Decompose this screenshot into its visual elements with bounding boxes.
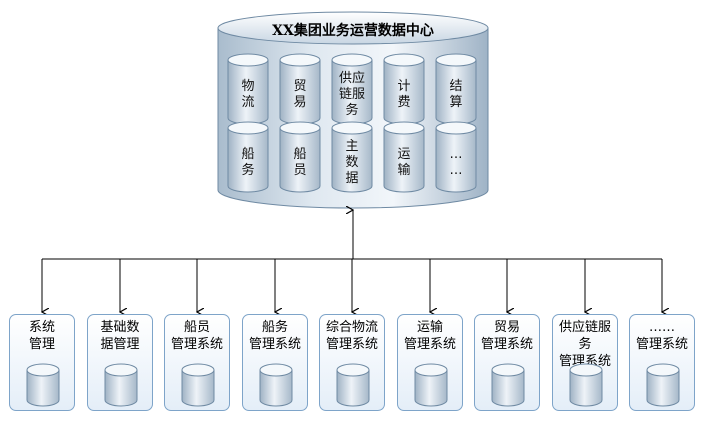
system-label: 系统 管理 [28,320,55,352]
database-icon [26,363,60,407]
module-cylinder [435,121,477,193]
system-label: 综合物流 管理系统 [325,320,378,352]
module-cylinder [383,121,425,193]
system-label: 船员 管理系统 [170,320,223,352]
database-icon [491,363,525,407]
database-icon [646,363,680,407]
database-icon [104,363,138,407]
system-box: …… 管理系统 [629,314,695,411]
system-box: 供应链服务 管理系统 [552,314,618,411]
system-label: 供应链服务 管理系统 [558,320,611,369]
module-cylinder [383,53,425,125]
system-box: 基础数 据管理 [87,314,153,411]
module-cylinder [331,53,373,125]
module-cylinders [227,53,477,193]
module-label: 船 务 [241,147,255,178]
module-label: 物 流 [241,79,255,110]
module-cylinder [227,53,269,125]
system-box: 运输 管理系统 [397,314,463,411]
module-cylinder [227,121,269,193]
database-icon [181,363,215,407]
system-label: …… 管理系统 [635,320,688,352]
database-icon [336,363,370,407]
module-label: … … [449,147,463,178]
module-cylinder [331,121,373,193]
module-cylinder [279,121,321,193]
module-label: 计 费 [397,79,411,110]
database-icon [414,363,448,407]
module-label: 主 数 据 [345,139,359,186]
system-box: 系统 管理 [9,314,75,411]
system-label: 贸易 管理系统 [480,320,533,352]
module-label: 结 算 [449,79,463,110]
system-box: 贸易 管理系统 [474,314,540,411]
system-box: 船员 管理系统 [164,314,230,411]
system-label: 运输 管理系统 [403,320,456,352]
module-label: 船 员 [293,147,307,178]
module-label: 供应 链服 务 [338,71,365,118]
module-label: 运 输 [397,147,411,178]
system-box: 综合物流 管理系统 [319,314,385,411]
system-label: 船务 管理系统 [248,320,301,352]
data-center-title: XX集团业务运营数据中心 [272,23,434,39]
database-icon [259,363,293,407]
system-label: 基础数 据管理 [100,320,140,352]
system-box: 船务 管理系统 [242,314,308,411]
database-icon [569,363,603,407]
module-label: 贸 易 [293,79,307,110]
connectors [42,210,662,312]
